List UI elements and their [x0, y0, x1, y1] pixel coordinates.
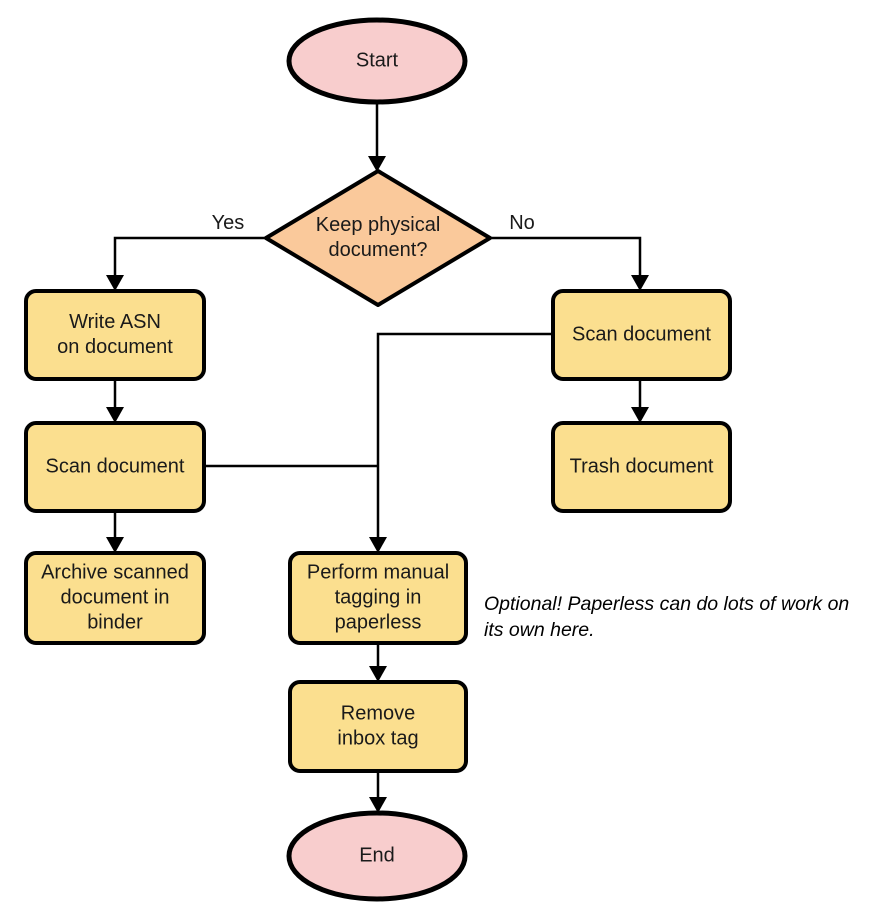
node-end[interactable]: End — [286, 810, 468, 902]
edge-label-decision-no-to-scan-right: No — [509, 212, 535, 234]
node-label: binder — [87, 611, 143, 633]
arrowhead-icon — [106, 537, 124, 553]
node-label: Start — [356, 49, 399, 71]
edge-start-to-decision — [368, 102, 386, 172]
node-label: tagging in — [335, 586, 422, 608]
edge-line — [113, 236, 266, 285]
edge-label-decision-yes-to-write-asn: Yes — [212, 212, 245, 234]
node-archive-binder[interactable]: Archive scanned document in binder — [24, 551, 206, 645]
node-shape-rect — [24, 551, 206, 645]
node-trash[interactable]: Trash document — [551, 421, 732, 513]
node-scan-right[interactable]: Scan document — [551, 289, 732, 381]
node-label: document in — [61, 586, 170, 608]
edge-write-asn-to-scan-left — [106, 379, 124, 423]
node-label: End — [359, 844, 395, 866]
node-scan-left[interactable]: Scan document — [24, 421, 206, 513]
node-shape-rect — [24, 289, 206, 381]
node-label: Perform manual — [307, 561, 449, 583]
edge-scan-right-to-trash — [631, 379, 649, 423]
arrowhead-icon — [369, 797, 387, 813]
node-label: paperless — [335, 611, 422, 633]
edge-line — [490, 236, 642, 285]
node-label: inbox tag — [337, 727, 418, 749]
annotation-optional-note: Optional! Paperless can do lots of work … — [484, 593, 849, 641]
edge-scan-right-to-manual-tagging — [369, 332, 553, 553]
arrowhead-icon — [369, 537, 387, 553]
edge-decision-yes-to-write-asn: Yes — [106, 212, 266, 291]
node-shape-rect — [24, 421, 206, 513]
node-start[interactable]: Start — [286, 17, 468, 105]
node-label: Archive scanned — [41, 561, 189, 583]
node-shape-rect — [551, 289, 732, 381]
edge-line — [376, 332, 553, 547]
node-label: Remove — [341, 702, 415, 724]
node-remove-inbox-tag[interactable]: Remove inbox tag — [288, 680, 468, 773]
annotations-layer: Optional! Paperless can do lots of work … — [484, 593, 849, 641]
node-shape-ellipse — [286, 810, 468, 902]
node-label: Scan document — [46, 455, 185, 477]
edge-decision-no-to-scan-right: No — [490, 212, 649, 291]
node-label: Keep physical — [316, 214, 441, 236]
annotation-line: Optional! Paperless can do lots of work … — [484, 593, 849, 615]
node-label: on document — [57, 336, 173, 358]
node-shape-ellipse — [286, 17, 468, 105]
node-shape-rect — [288, 680, 468, 773]
arrowhead-icon — [631, 407, 649, 423]
arrowhead-icon — [369, 666, 387, 682]
node-keep-physical[interactable]: Keep physical document? — [264, 169, 492, 307]
node-label: document? — [329, 239, 428, 261]
node-shape-rect — [288, 551, 468, 645]
arrowhead-icon — [106, 275, 124, 291]
arrowhead-icon — [368, 156, 386, 172]
edge-remove-inbox-to-end — [369, 771, 387, 813]
edges-layer: Yes No — [106, 102, 649, 813]
node-write-asn[interactable]: Write ASN on document — [24, 289, 206, 381]
arrowhead-icon — [631, 275, 649, 291]
node-shape-diamond — [264, 169, 492, 307]
annotation-line: its own here. — [484, 619, 595, 641]
node-label: Scan document — [572, 323, 711, 345]
edge-scan-left-to-archive — [106, 511, 124, 553]
node-label: Trash document — [570, 455, 714, 477]
node-manual-tagging[interactable]: Perform manual tagging in paperless — [288, 551, 468, 645]
edge-manual-tagging-to-remove-inbox — [369, 643, 387, 682]
arrowhead-icon — [106, 407, 124, 423]
node-shape-rect — [551, 421, 732, 513]
node-label: Write ASN — [69, 311, 161, 333]
